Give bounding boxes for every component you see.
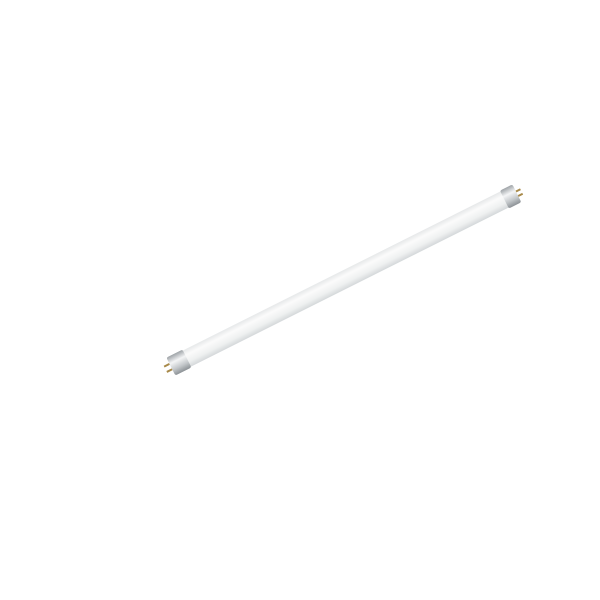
right-pin-top [515,188,521,193]
right-pin-bottom [517,192,524,197]
glass-tube [181,190,512,368]
left-end-cap [167,350,191,375]
left-pin-top [163,363,170,368]
fluorescent-tube [163,185,524,375]
right-end-cap [500,185,521,208]
left-pin-bottom [166,368,173,373]
